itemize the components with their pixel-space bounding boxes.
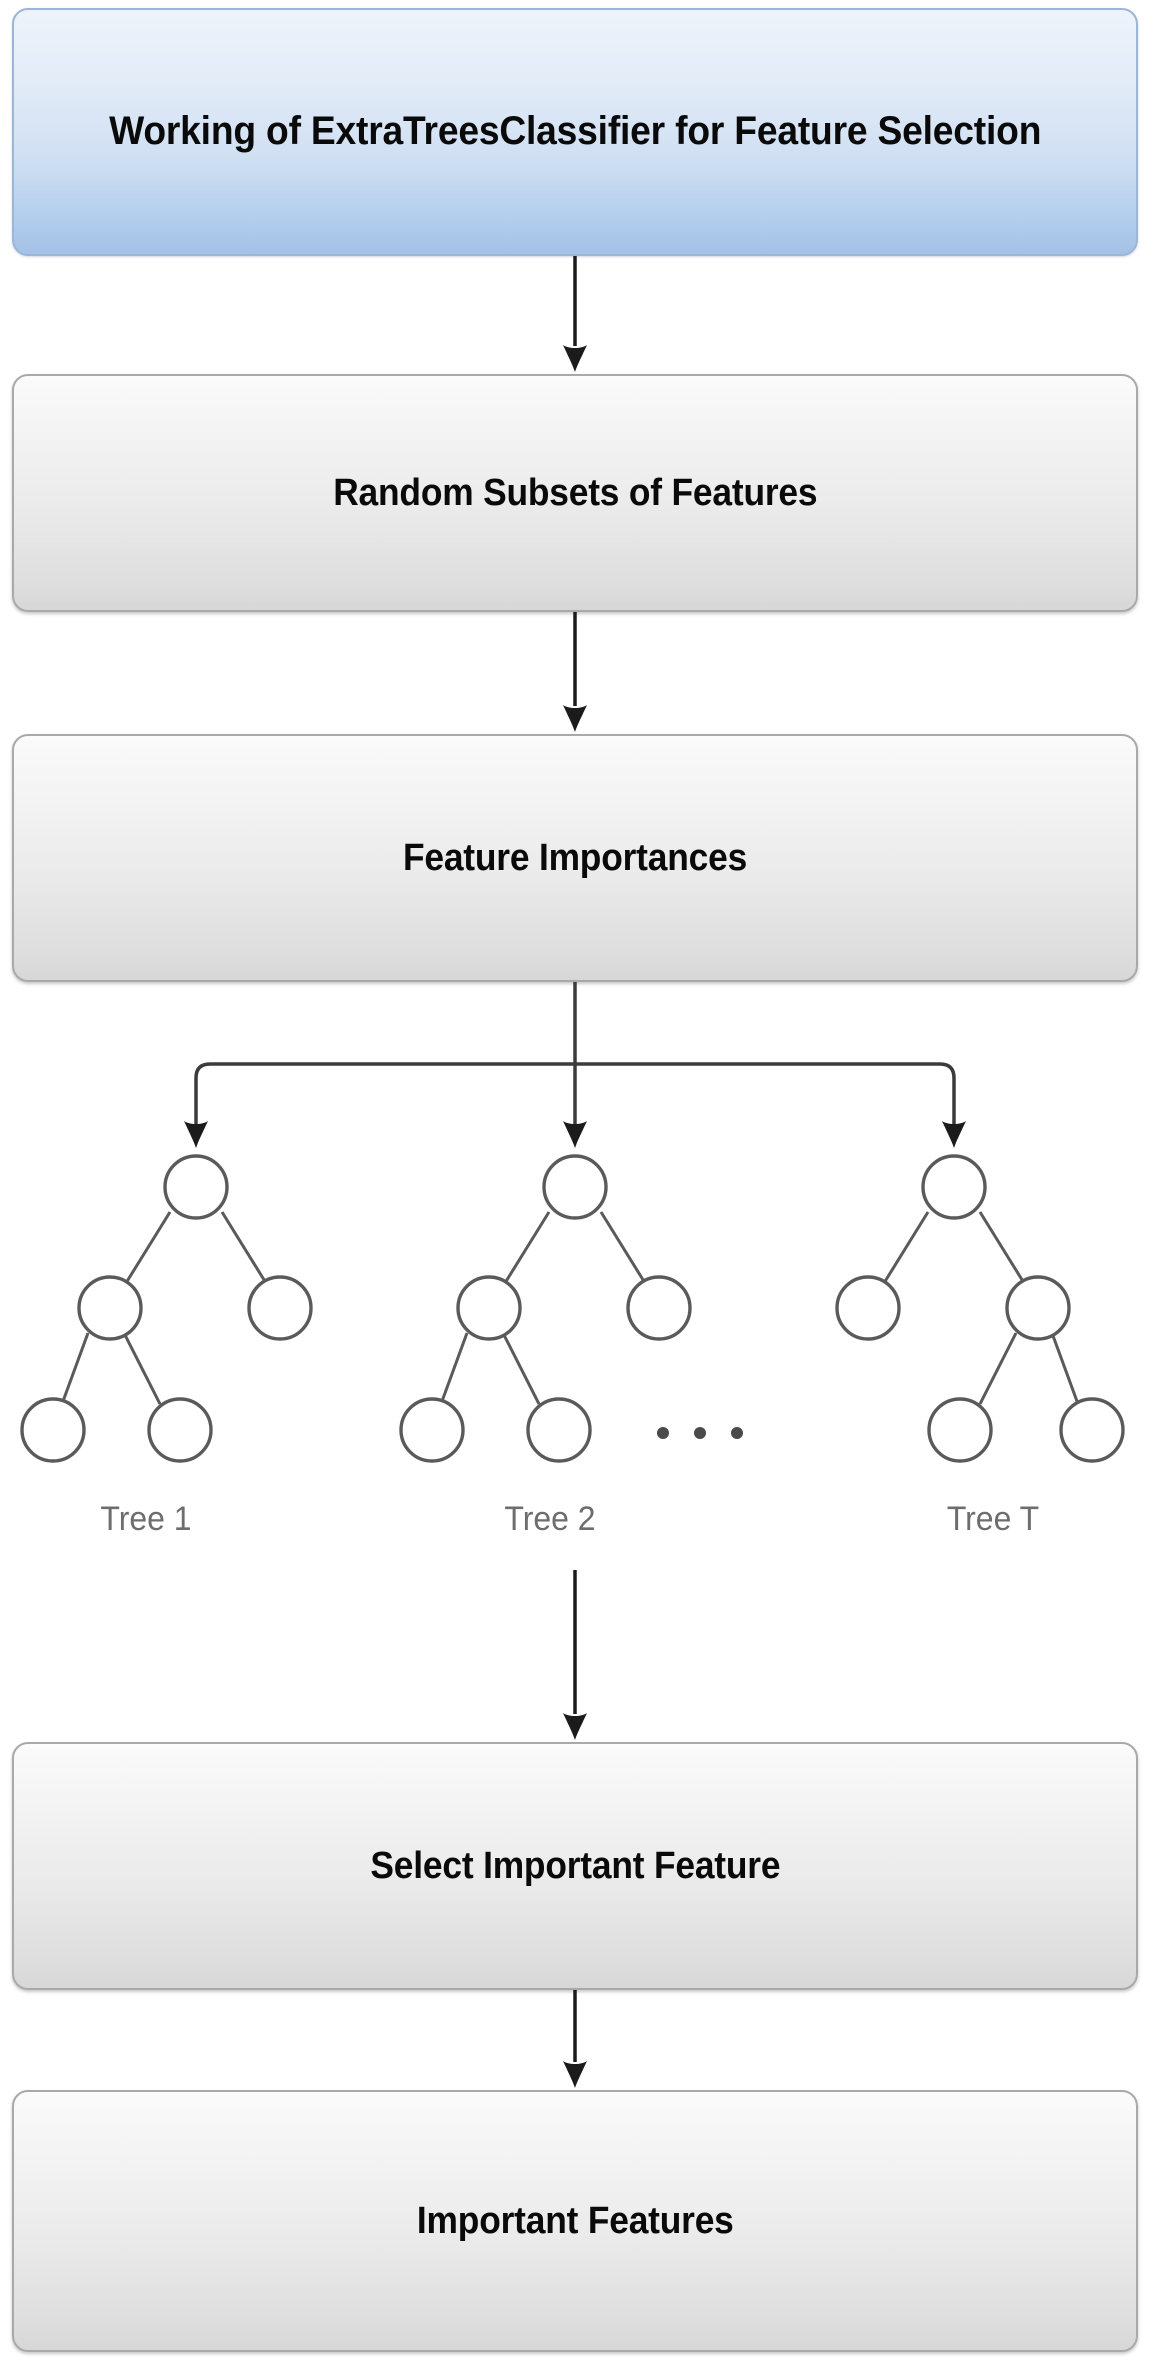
tree-node <box>835 1275 901 1341</box>
node-important-features-label: Important Features <box>416 2199 734 2242</box>
node-header: Working of ExtraTreesClassifier for Feat… <box>12 8 1138 256</box>
edge-trees-to-select-important-feature <box>563 1570 587 1740</box>
node-random-subsets: Random Subsets of Features <box>12 374 1138 612</box>
node-select-important-feature-label: Select Important Feature <box>370 1844 780 1887</box>
node-select-important-feature: Select Important Feature <box>12 1742 1138 1990</box>
node-feature-importances-label: Feature Importances <box>402 836 748 879</box>
node-important-features: Important Features <box>12 2090 1138 2352</box>
ellipsis-dots <box>657 1427 743 1439</box>
tree-node <box>1059 1397 1125 1463</box>
tree-node <box>542 1154 608 1220</box>
tree-node <box>456 1275 522 1341</box>
tree-2 <box>399 1154 692 1463</box>
edge-header-to-random-subsets <box>563 256 587 372</box>
tree-1 <box>20 1154 313 1463</box>
tree-node <box>1005 1275 1071 1341</box>
tree-node <box>163 1154 229 1220</box>
node-feature-importances: Feature Importances <box>12 734 1138 982</box>
edge-select-to-important-features <box>563 1990 587 2088</box>
tree-T <box>835 1154 1125 1463</box>
tree-1-label: Tree 1 <box>100 1500 192 1538</box>
tree-node <box>20 1397 86 1463</box>
tree-node <box>927 1397 993 1463</box>
tree-2-label: Tree 2 <box>504 1500 596 1538</box>
tree-T-label: Tree T <box>946 1500 1040 1538</box>
tree-node <box>77 1275 143 1341</box>
tree-node <box>626 1275 692 1341</box>
edge-feature-importances-to-trees <box>184 982 966 1148</box>
node-random-subsets-label: Random Subsets of Features <box>332 471 818 514</box>
tree-node <box>399 1397 465 1463</box>
edge-random-subsets-to-feature-importances <box>563 612 587 732</box>
tree-node <box>526 1397 592 1463</box>
tree-node <box>147 1397 213 1463</box>
tree-node <box>921 1154 987 1220</box>
node-header-label: Working of ExtraTreesClassifier for Feat… <box>108 109 1042 154</box>
tree-node <box>247 1275 313 1341</box>
